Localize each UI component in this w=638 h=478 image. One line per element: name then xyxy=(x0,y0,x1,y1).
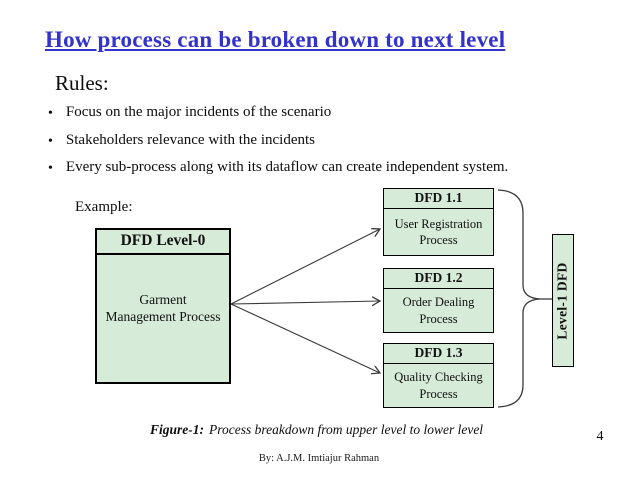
dfd-level0-header: DFD Level-0 xyxy=(97,230,229,255)
example-label: Example: xyxy=(75,199,133,215)
figure-caption: Figure-1: Process breakdown from upper le… xyxy=(150,422,483,438)
slide-title: How process can be broken down to next l… xyxy=(45,27,506,52)
dfd-1-3-body-line: Quality Checking xyxy=(394,370,483,385)
figure-caption-prefix: Figure-1: xyxy=(150,422,204,437)
footer-credit: By: A.J.M. Imtiajur Rahman xyxy=(258,453,380,464)
dfd-1-2-header: DFD 1.2 xyxy=(384,269,493,289)
level1-dfd-box: Level-1 DFD xyxy=(552,234,574,367)
dfd-level0-body-line: Garment xyxy=(139,291,187,307)
dfd-1-3-box: DFD 1.3 Quality Checking Process xyxy=(383,343,494,408)
list-item: Stakeholders relevance with the incident… xyxy=(46,132,621,151)
figure-caption-text: Process breakdown from upper level to lo… xyxy=(209,422,484,437)
dfd-1-2-body-line: Process xyxy=(419,311,458,326)
dfd-level0-box: DFD Level-0 Garment Management Process xyxy=(95,228,231,384)
page-number: 4 xyxy=(596,429,604,444)
rules-heading: Rules: xyxy=(55,71,109,95)
dfd-1-3-body: Quality Checking Process xyxy=(384,364,493,407)
dfd-1-2-box: DFD 1.2 Order Dealing Process xyxy=(383,268,494,333)
dfd-1-1-body-line: User Registration xyxy=(394,216,483,231)
dfd-1-1-body: User Registration Process xyxy=(384,209,493,255)
bullet-text: Stakeholders relevance with the incident… xyxy=(65,131,315,148)
dfd-1-1-body-line: Process xyxy=(419,233,458,247)
arrow-level0-to-sub2 xyxy=(230,301,380,304)
dfd-level0-body-line: Management Process xyxy=(105,308,221,324)
dfd-1-1-box: DFD 1.1 User Registration Process xyxy=(383,188,494,256)
list-item: Focus on the major incidents of the scen… xyxy=(46,104,621,123)
rules-list: Focus on the major incidents of the scen… xyxy=(46,104,621,187)
curly-brace xyxy=(497,189,552,408)
arrow-level0-to-sub3 xyxy=(230,303,380,373)
level1-dfd-label: Level-1 DFD xyxy=(555,261,570,340)
list-item: Every sub-process along with its dataflo… xyxy=(46,159,621,178)
dfd-1-3-body-line: Process xyxy=(419,386,458,401)
bullet-text: Focus on the major incidents of the scen… xyxy=(65,104,332,120)
dfd-level0-body: Garment Management Process xyxy=(97,255,229,382)
dfd-1-2-body: Order Dealing Process xyxy=(384,289,493,332)
dfd-1-3-header: DFD 1.3 xyxy=(384,344,493,364)
dfd-1-1-header: DFD 1.1 xyxy=(384,189,493,209)
bullet-text: Every sub-process along with its dataflo… xyxy=(65,159,509,175)
dfd-1-2-body-line: Order Dealing xyxy=(402,295,475,310)
arrow-level0-to-sub1 xyxy=(230,229,380,305)
